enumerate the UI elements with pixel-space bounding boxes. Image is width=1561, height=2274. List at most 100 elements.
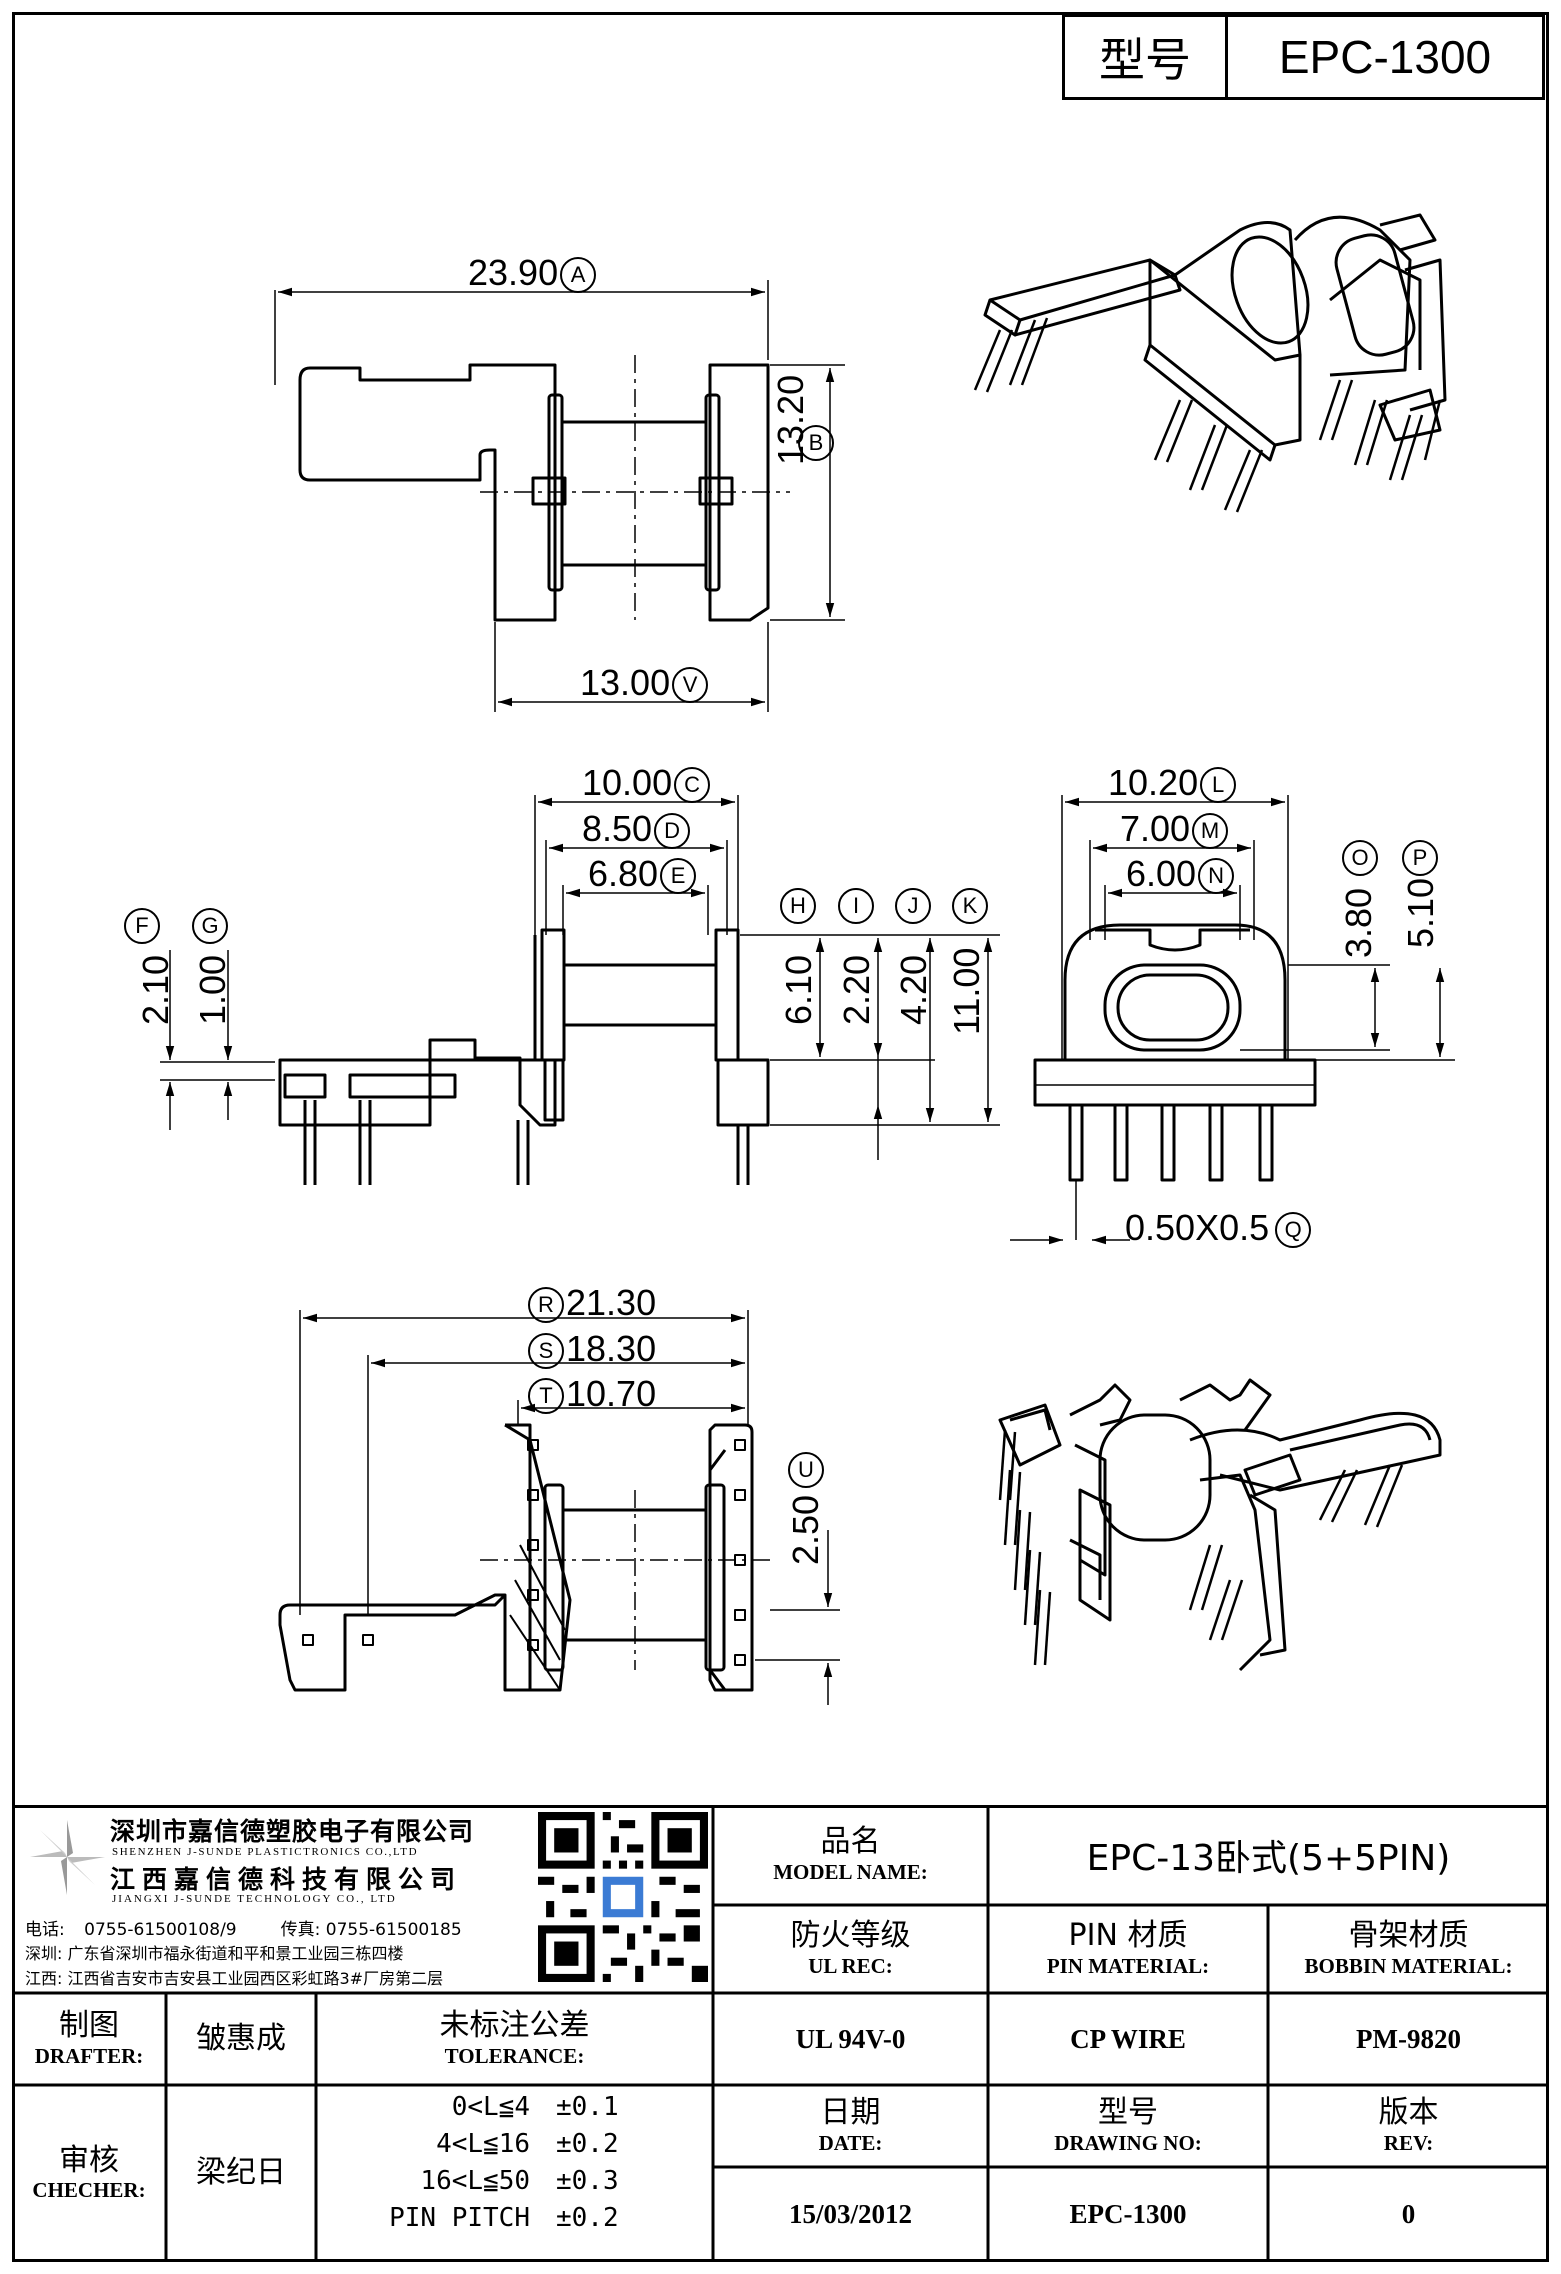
date-value: 15/03/2012 — [788, 2199, 912, 2229]
tag-r: R — [528, 1287, 564, 1324]
tag-c: C — [674, 767, 711, 804]
sz-address: 广东省深圳市福永街道和平和景工业园三栋四楼 — [67, 1944, 404, 1963]
tol-range: 0<L≦4 — [451, 2092, 530, 2122]
cell-pin-value: CP WIRE — [988, 1993, 1268, 2085]
drafter-en: DRAFTER: — [34, 2043, 144, 2068]
tol-value: ±0.2 — [556, 2203, 619, 2233]
tag-m: M — [1192, 813, 1229, 850]
rev-value: 0 — [1401, 2199, 1416, 2229]
company-name-jx: 江西嘉信德科技有限公司 — [110, 1865, 463, 1894]
tolerance-row: 16<L≦50±0.3 — [330, 2166, 630, 2196]
side-view — [1010, 795, 1455, 1245]
cell-drawing-value: EPC-1300 — [988, 2167, 1268, 2262]
phone-value: 0755-61500108/9 — [84, 1920, 237, 1940]
tag-k: K — [952, 888, 988, 924]
drawing-en: DRAWING NO: — [1054, 2130, 1202, 2155]
model-name-zh: 品名 — [820, 1824, 881, 1860]
model-value: EPC-13卧式(5+5PIN) — [1086, 1838, 1451, 1879]
pin-zh: PIN 材质 — [1068, 1918, 1188, 1954]
cell-rev-value: 0 — [1268, 2167, 1549, 2262]
tag-i: I — [838, 888, 874, 924]
dim-s-value: 18.30 — [566, 1328, 657, 1369]
tag-q: Q — [1275, 1212, 1312, 1249]
front-view — [160, 795, 1000, 1185]
bobbin-zh: 骨架材质 — [1348, 1918, 1469, 1954]
tag-l: L — [1200, 767, 1237, 804]
isometric-view-top — [973, 213, 1447, 513]
company-jx-address: 江西: 江西省吉安市吉安县工业园西区彩虹路3#厂房第二层 — [25, 1965, 443, 1989]
tag-d: D — [654, 813, 691, 850]
phone-label: 电话: — [25, 1920, 65, 1940]
dim-d-value: 8.50 — [582, 808, 653, 849]
date-zh: 日期 — [820, 2095, 881, 2131]
tolerance-row: 0<L≦4 ±0.1 — [330, 2092, 630, 2122]
sheet-border — [12, 12, 1549, 2262]
tol-range: PIN PITCH — [389, 2203, 530, 2233]
date-en: DATE: — [818, 2130, 883, 2155]
dim-r-value: 21.30 — [566, 1282, 657, 1323]
company-sz-address: 深圳: 广东省深圳市福永街道和平和景工业园三栋四楼 — [25, 1940, 404, 1964]
drafter-zh: 制图 — [59, 2008, 119, 2044]
cell-date-value: 15/03/2012 — [713, 2167, 988, 2262]
dim-l-value: 10.20 — [1108, 762, 1199, 803]
drawing-value: EPC-1300 — [1069, 2199, 1187, 2229]
technical-drawing — [160, 213, 1455, 1705]
cell-ul-value: UL 94V-0 — [713, 1993, 988, 2085]
rev-zh: 版本 — [1378, 2095, 1439, 2131]
dim-v-value: 13.00 — [580, 662, 671, 703]
company-name-sz: 深圳市嘉信德塑胶电子有限公司 — [110, 1817, 475, 1846]
tag-e: E — [660, 858, 697, 895]
pin-en: PIN MATERIAL: — [1046, 1953, 1210, 1978]
jx-label: 江西: — [25, 1969, 63, 1988]
tol-value: ±0.1 — [556, 2092, 619, 2122]
pin-value: CP WIRE — [1070, 2023, 1186, 2054]
dim-q-value: 0.50X0.5 — [1125, 1207, 1270, 1248]
qr-code[interactable] — [538, 1812, 708, 1982]
tag-a: A — [560, 257, 597, 294]
tag-s: S — [528, 1333, 564, 1370]
ul-value: UL 94V-0 — [795, 2023, 906, 2054]
tol-value: ±0.3 — [556, 2166, 619, 2196]
header-type-label: 型号 — [1062, 14, 1228, 100]
ul-zh: 防火等级 — [790, 1918, 911, 1954]
dim-m-value: 7.00 — [1120, 808, 1191, 849]
ul-en: UL REC: — [808, 1953, 893, 1978]
dim-c-value: 10.00 — [582, 762, 673, 803]
tag-h: H — [780, 888, 816, 924]
company-logo — [30, 1820, 105, 1895]
title-block — [12, 1805, 1549, 2262]
tag-f: F — [124, 908, 160, 944]
bottom-view — [278, 1310, 840, 1705]
tag-o: O — [1342, 840, 1378, 876]
drawing-zh: 型号 — [1098, 2095, 1158, 2131]
header-type-value: EPC-1300 — [1225, 14, 1545, 100]
tolerance-zh: 未标注公差 — [439, 2008, 590, 2044]
company-name-jx-en: JIANGXI J-SUNDE TECHNOLOGY CO., LTD — [112, 1893, 397, 1905]
tag-j: J — [895, 888, 931, 924]
header-type-value-text: EPC-1300 — [1278, 31, 1492, 83]
tolerance-row: PIN PITCH ±0.2 — [330, 2203, 630, 2233]
tolerance-row: 4<L≦16±0.2 — [330, 2129, 630, 2159]
tag-p: P — [1402, 840, 1438, 876]
fax-label: 传真: — [280, 1920, 321, 1940]
tag-t: T — [528, 1378, 564, 1415]
tag-n: N — [1198, 858, 1235, 895]
dim-e-value: 6.80 — [588, 853, 659, 894]
